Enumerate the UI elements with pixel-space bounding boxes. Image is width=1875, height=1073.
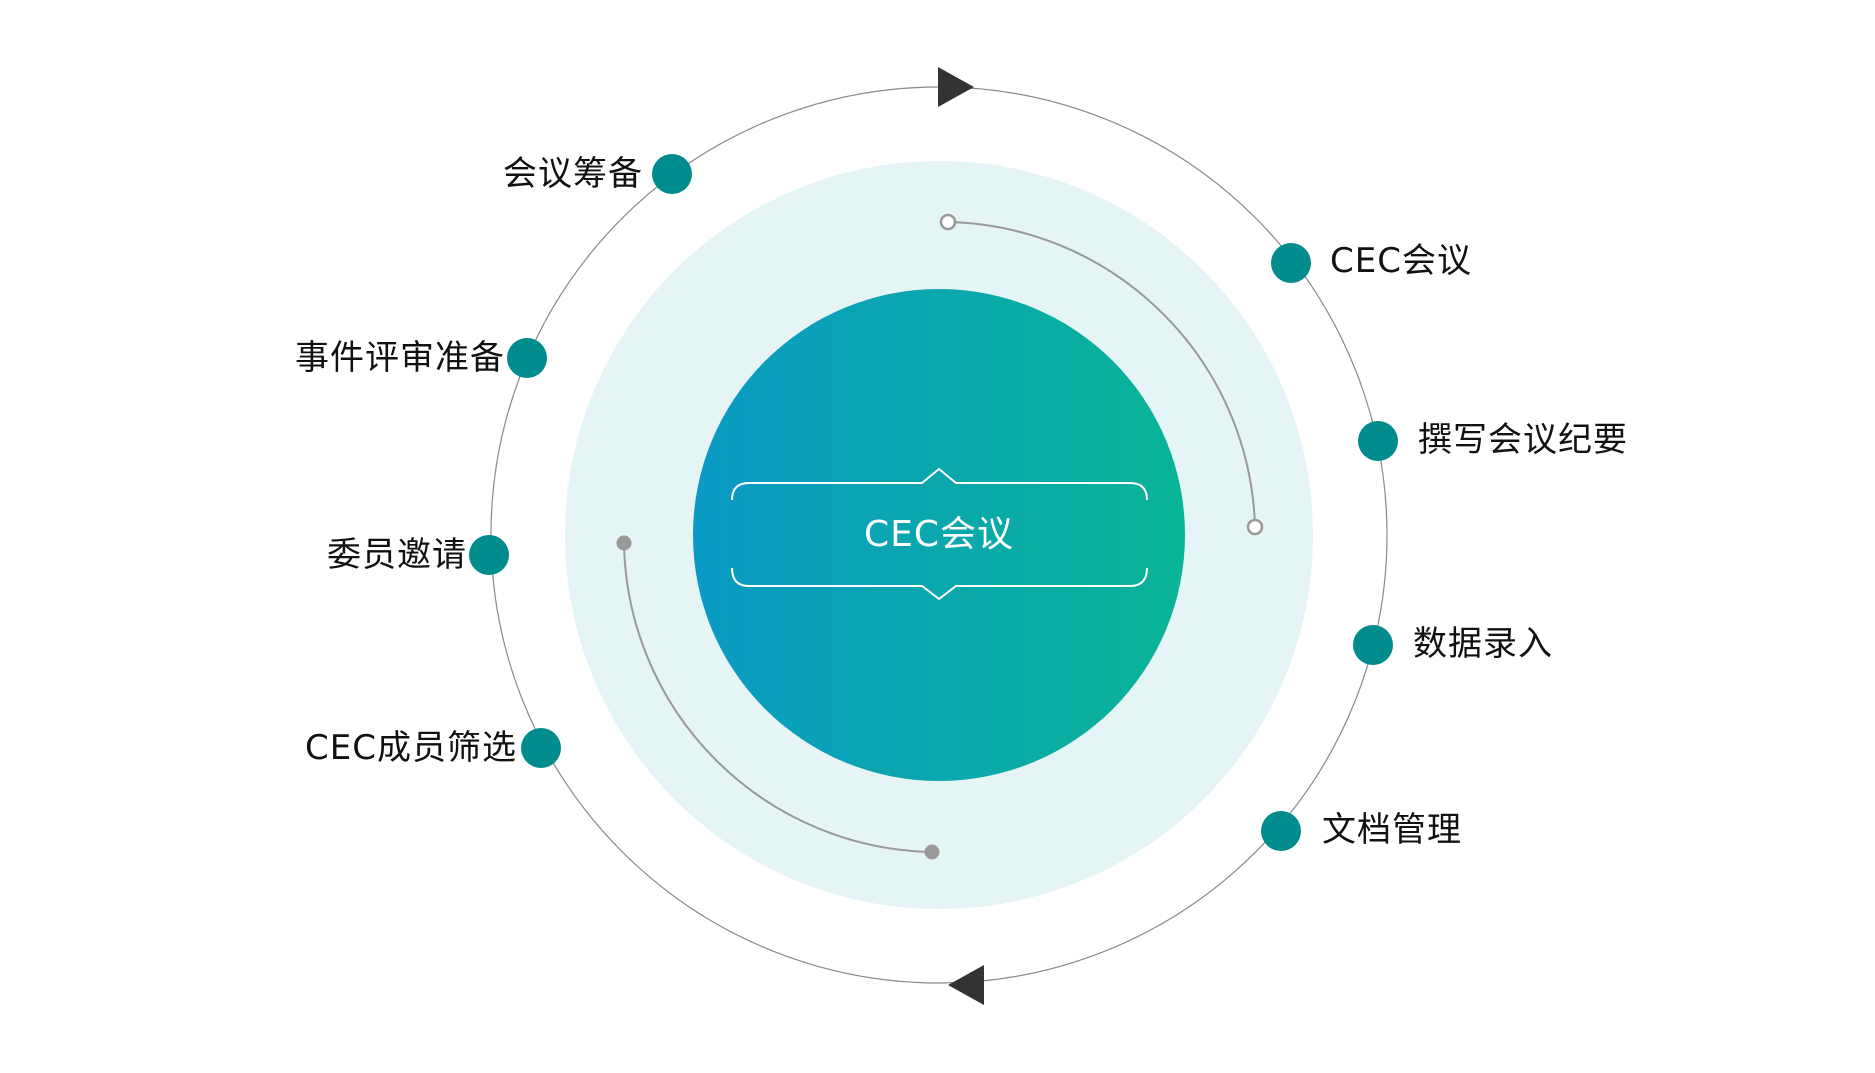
step-label-write-minutes: 撰写会议纪要 bbox=[1418, 420, 1628, 460]
triangle-left-icon bbox=[948, 965, 984, 1005]
step-dot-cec-meeting bbox=[1271, 243, 1311, 283]
step-dots bbox=[469, 154, 1398, 851]
step-dot-member-invitation bbox=[469, 535, 509, 575]
arc-end-filled-icon bbox=[616, 535, 632, 551]
step-dot-data-entry bbox=[1353, 625, 1393, 665]
step-dot-document-management bbox=[1261, 811, 1301, 851]
arc-end-hollow-icon bbox=[1246, 518, 1264, 536]
step-label-cec-member-screening: CEC成员筛选 bbox=[305, 728, 517, 768]
inner-arc-left bbox=[623, 542, 933, 853]
inner-arc-right bbox=[947, 221, 1256, 528]
step-label-cec-meeting: CEC会议 bbox=[1330, 241, 1472, 281]
arc-end-filled-icon bbox=[924, 844, 940, 860]
step-label-data-entry: 数据录入 bbox=[1413, 624, 1553, 664]
step-dot-meeting-preparation bbox=[652, 154, 692, 194]
step-label-event-review-preparation: 事件评审准备 bbox=[295, 338, 505, 378]
step-label-meeting-preparation: 会议筹备 bbox=[503, 154, 643, 194]
step-dot-cec-member-screening bbox=[521, 728, 561, 768]
step-dot-write-minutes bbox=[1358, 421, 1398, 461]
core-circle bbox=[693, 289, 1185, 781]
title-frame-bottom bbox=[731, 567, 1148, 601]
title-frame-top bbox=[731, 467, 1148, 501]
arc-end-hollow-icon bbox=[939, 213, 957, 231]
triangle-right-icon bbox=[938, 67, 974, 107]
step-label-document-management: 文档管理 bbox=[1322, 810, 1462, 850]
step-dot-event-review-preparation bbox=[507, 338, 547, 378]
center-title: CEC会议 bbox=[863, 514, 1015, 555]
step-label-member-invitation: 委员邀请 bbox=[327, 535, 467, 575]
